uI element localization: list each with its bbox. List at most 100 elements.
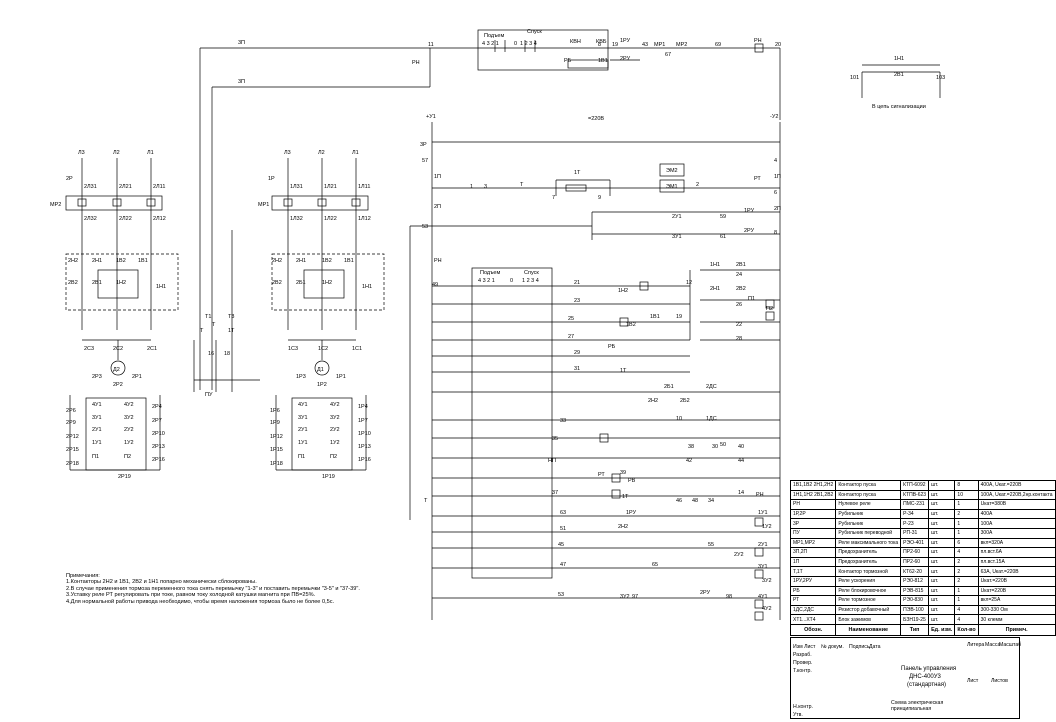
ctrl-device-label: 1У1 bbox=[758, 510, 768, 516]
spec-cell: РЭ0-812 bbox=[900, 575, 930, 587]
rm-step-r5: 1Р16 bbox=[358, 457, 371, 463]
ctrl-row-16: 2РУ bbox=[744, 228, 755, 234]
spec-cell: шт. bbox=[928, 566, 956, 577]
rm-step-r4: 1Р13 bbox=[358, 444, 371, 450]
ctrl-wire-number: 23 bbox=[574, 298, 580, 304]
ctrl-device-label: 3У2 bbox=[620, 594, 630, 600]
ctrl-row-5: 1Т bbox=[574, 170, 581, 176]
spec-cell: ПМС-231 bbox=[900, 499, 930, 510]
spec-cell: шт. bbox=[928, 575, 956, 587]
rm-cm-2: 1Л22 bbox=[324, 216, 337, 222]
rm-ct-2: 1Л21 bbox=[324, 184, 337, 190]
ctrl-wire-number: 25 bbox=[568, 316, 574, 322]
ctrl-ln-4: 2П bbox=[434, 204, 441, 210]
rm-rev-3: 1В2 bbox=[322, 258, 332, 264]
ctrl-wire-number: 50 bbox=[720, 442, 726, 448]
lm-rev-4: 1В1 bbox=[138, 258, 148, 264]
ctrl-row-13: 1РУ bbox=[744, 208, 755, 214]
spec-cell: ПР2-60 bbox=[900, 547, 930, 558]
spec-cell: 3П,2П bbox=[789, 547, 837, 558]
spec-h-2: Тип bbox=[900, 623, 930, 636]
spec-cell: РЭ0-830 bbox=[900, 595, 930, 606]
note-line-3: 3.Уставку реле РТ регулировать при токе,… bbox=[66, 592, 316, 599]
lm-bottom: 2Р19 bbox=[118, 474, 131, 480]
spec-cell: 8 bbox=[954, 480, 979, 491]
rm-step-l3: 1Р12 bbox=[270, 434, 283, 440]
spec-cell: 2 bbox=[954, 575, 979, 587]
spec-cell: 1 bbox=[954, 527, 979, 539]
tb-role-5: Разраб. bbox=[793, 652, 812, 658]
ctrl-ln-3: 1П bbox=[434, 174, 441, 180]
spec-header-row: Обозн. Наименование Тип Ед. изм. Кол-во … bbox=[789, 623, 1056, 636]
ctrl-wire-number: 12 bbox=[686, 280, 692, 286]
lm-mid-5: 2У1 bbox=[92, 427, 102, 433]
spec-cell: ПР2-60 bbox=[900, 556, 930, 568]
spec-cell: РЭО-401 bbox=[900, 537, 930, 549]
ctrl-device-label: 1РУ bbox=[626, 510, 637, 516]
spec-cell: шт. bbox=[928, 518, 956, 529]
lm-step-r3: 2Р10 bbox=[152, 431, 165, 437]
rb-label: РБ bbox=[564, 58, 572, 64]
brake-pu: ПУ bbox=[205, 392, 213, 398]
kvb-label: КВБ bbox=[596, 39, 607, 45]
rm-ct-3: 1Л11 bbox=[358, 184, 370, 190]
ctrl-row-1: 1 bbox=[470, 184, 473, 190]
rm-rev-5: 2В2 bbox=[272, 280, 282, 286]
lm-term-1: 2С3 bbox=[84, 346, 94, 352]
lm-cm-3: 2Л12 bbox=[153, 216, 166, 222]
ctrl-row-12: 59 bbox=[720, 214, 726, 220]
spec-cell: РЭВ-815 bbox=[900, 585, 930, 597]
ctrl-wire-number: 45 bbox=[558, 542, 564, 548]
spec-cell: шт. bbox=[928, 499, 956, 510]
note-line-4: 4.Для нормальной работы привода необходи… bbox=[66, 598, 335, 605]
rm-step-r3: 1Р10 bbox=[358, 431, 371, 437]
ctrl-device-label: 4У2 bbox=[762, 606, 772, 612]
spusk-nums: 1 2 3 4 bbox=[520, 41, 537, 47]
spec-cell: Реле тормозное bbox=[835, 595, 902, 606]
ctrl-wire-number: 22 bbox=[736, 322, 742, 328]
ctrl-wire-number: 47 bbox=[560, 562, 566, 568]
ctrl-device-label: 3У1 bbox=[758, 564, 768, 570]
ctrl-row-8: ЭМ1 bbox=[666, 184, 678, 190]
spec-cell: Предохранитель bbox=[835, 556, 902, 568]
lm-rotor-2: 2Р2 bbox=[113, 382, 123, 388]
ctrl-rn-5: 8 bbox=[774, 230, 777, 236]
tb-code: ДНС-400У3 bbox=[909, 674, 941, 680]
rm-step-l2: 1Р9 bbox=[270, 420, 280, 426]
ctrl-wire-number: 46 bbox=[676, 498, 682, 504]
tb-role-6: Провер. bbox=[793, 660, 813, 666]
lm-term-2: 2С2 bbox=[113, 346, 123, 352]
mr1-label: МР1 bbox=[654, 42, 665, 48]
ctrl-row-11: 2У1 bbox=[672, 214, 682, 220]
spec-cell: ХТ1...ХТ4 bbox=[789, 614, 837, 625]
brake-t: Т bbox=[200, 328, 204, 334]
rm-step-l5: 1Р18 bbox=[270, 461, 283, 467]
lm-rev-7: 1Н2 bbox=[116, 280, 126, 286]
spec-cell: КТП-6092 bbox=[900, 480, 930, 491]
lm-phase-l3: Л3 bbox=[78, 150, 85, 156]
tb-name: Панель управления bbox=[901, 666, 957, 672]
spec-cell: вкл=25А bbox=[977, 595, 1056, 606]
wire-20: 20 bbox=[775, 42, 781, 48]
rm-mid-9: П1 bbox=[298, 454, 305, 460]
rm-rev-8: 1Н1 bbox=[362, 284, 372, 290]
rm-term-3: 1С1 bbox=[352, 346, 362, 352]
brake-16: 16 bbox=[208, 351, 214, 357]
spec-cell: КТПВ-623 bbox=[900, 489, 930, 501]
spec-cell: 63А, Uкат.=220В bbox=[977, 566, 1056, 577]
ctrl-device-label: 2У2 bbox=[734, 552, 744, 558]
ctrl-wire-number: 63 bbox=[560, 510, 566, 516]
rm-rev-4: 1В1 bbox=[344, 258, 354, 264]
tb-role-7: Т.контр. bbox=[793, 668, 812, 674]
rm-cm-3: 1Л12 bbox=[358, 216, 371, 222]
ctrl-device-label: НП bbox=[548, 458, 556, 464]
ctrl-wire-number: 28 bbox=[736, 336, 742, 342]
lm-ct-3: 2Л11 bbox=[153, 184, 165, 190]
spec-cell: 300-330 Ом bbox=[977, 604, 1056, 616]
spec-cell: 300А bbox=[977, 527, 1056, 539]
